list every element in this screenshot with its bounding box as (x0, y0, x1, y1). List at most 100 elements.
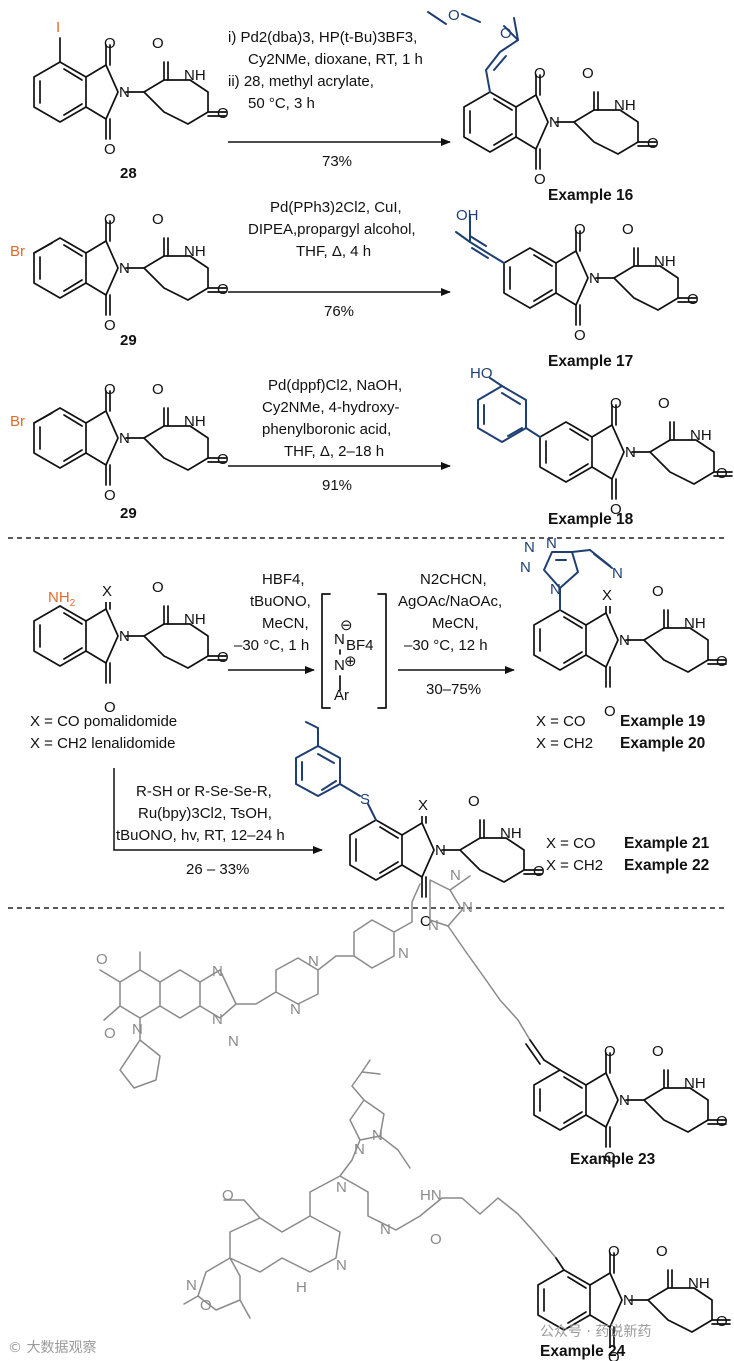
compound-label-29: 29 (120, 505, 137, 522)
svg-text:O: O (448, 7, 460, 24)
svg-text:O: O (534, 171, 546, 188)
svg-text:O: O (716, 1313, 728, 1330)
svg-text:O: O (604, 1149, 616, 1166)
svg-text:NH: NH (184, 67, 206, 84)
example-23-label: Example 23 (570, 1151, 656, 1168)
svg-text:O: O (658, 395, 670, 412)
svg-text:N: N (290, 1001, 301, 1018)
x-definition: X = CH2 lenalidomide (30, 735, 176, 752)
pomalidomide-structure (33, 588, 227, 684)
conditions-line: N2CHCN, (420, 571, 487, 588)
svg-text:N: N (119, 260, 130, 277)
conditions-line: 50 °C, 3 h (248, 95, 315, 112)
svg-text:⊖: ⊖ (340, 617, 353, 634)
svg-text:NH: NH (500, 825, 522, 842)
svg-text:O: O (217, 649, 229, 666)
yield: 73% (322, 153, 352, 170)
svg-text:N: N (308, 953, 319, 970)
conditions-line: tBuONO, hv, RT, 12–24 h (116, 827, 285, 844)
svg-text:N: N (428, 917, 439, 934)
conditions-line: DIPEA,propargyl alcohol, (248, 221, 416, 238)
svg-text:NH: NH (690, 427, 712, 444)
svg-text:O: O (104, 211, 116, 228)
reaction-16: I O O N O NH O 28 i) Pd2(dba)3, HP(t-Bu)… (33, 7, 659, 204)
svg-text:O: O (574, 221, 586, 238)
svg-text:N: N (119, 84, 130, 101)
conditions-line: R-SH or R-Se-Se-R, (136, 783, 272, 800)
example-22-label: Example 22 (624, 857, 709, 874)
svg-text:O: O (222, 1187, 234, 1204)
conditions-line: MeCN, (262, 615, 309, 632)
svg-text:N: N (625, 444, 636, 461)
svg-text:NH: NH (654, 253, 676, 270)
svg-text:O: O (430, 1231, 442, 1248)
svg-text:N: N (619, 632, 630, 649)
example-18-label: Example 18 (548, 511, 634, 528)
svg-text:N: N (336, 1179, 347, 1196)
svg-text:O: O (716, 653, 728, 670)
example-20-label: Example 20 (620, 735, 705, 752)
svg-text:N: N (212, 1011, 223, 1028)
svg-text:O: O (152, 35, 164, 52)
svg-text:NH: NH (684, 615, 706, 632)
diazonium-intermediate: ⊖ BF4 N N ⊕ Ar (321, 593, 387, 709)
svg-text:O: O (104, 381, 116, 398)
compound-29-b (33, 390, 227, 486)
example-24: N N N N N HN O O N O H O O N O NH O Exam… (183, 1059, 731, 1361)
yield: 91% (322, 477, 352, 494)
svg-text:O: O (608, 1349, 620, 1361)
conditions-line: –30 °C, 1 h (234, 637, 309, 654)
svg-text:N: N (336, 1257, 347, 1274)
svg-text:X: X (418, 797, 428, 814)
sulfur-atom: S (360, 791, 370, 808)
x-atom: X (102, 583, 112, 600)
svg-text:O: O (574, 327, 586, 344)
yield: 76% (324, 303, 354, 320)
svg-text:O: O (647, 135, 659, 152)
example-24-label: Example 24 (540, 1343, 626, 1360)
svg-text:HN: HN (420, 1187, 442, 1204)
svg-text:O: O (104, 35, 116, 52)
compound-label-29: 29 (120, 332, 137, 349)
phenol-hydroxyl: HO (470, 365, 493, 382)
svg-text:H: H (296, 1279, 307, 1296)
conditions-line: THF, Δ, 2–18 h (284, 443, 384, 460)
svg-text:O: O (104, 317, 116, 334)
svg-text:O: O (500, 25, 512, 42)
x-definition: X = CO (536, 713, 586, 730)
svg-text:O: O (533, 863, 545, 880)
compound-28 (33, 37, 227, 140)
example-16-structure (463, 17, 657, 170)
svg-text:N: N (380, 1221, 391, 1238)
svg-text:O: O (716, 465, 728, 482)
svg-text:O: O (217, 281, 229, 298)
svg-text:O: O (200, 1297, 212, 1314)
svg-text:O: O (610, 395, 622, 412)
svg-text:NH: NH (184, 413, 206, 430)
svg-text:N: N (462, 899, 473, 916)
x-definition: X = CO (546, 835, 596, 852)
svg-text:N: N (550, 581, 561, 598)
example-18-structure (539, 404, 733, 500)
svg-text:NH: NH (688, 1275, 710, 1292)
svg-text:O: O (152, 381, 164, 398)
reaction-17: Br O O N O NH O 29 Pd(PPh3)2Cl2, CuI, DI… (10, 199, 699, 370)
example-19-20-structure (533, 592, 727, 688)
conditions-line: Ru(bpy)3Cl2, TsOH, (138, 805, 272, 822)
svg-text:N: N (435, 842, 446, 859)
conditions-line: Pd(dppf)Cl2, NaOH, (268, 377, 402, 394)
bromo-substituent: Br (10, 243, 25, 260)
svg-text:O: O (104, 487, 116, 504)
x-definition: X = CH2 (546, 857, 603, 874)
svg-text:BF4: BF4 (346, 637, 374, 654)
svg-text:N: N (228, 1033, 239, 1050)
example-21-22-structure (349, 802, 543, 898)
svg-text:N: N (450, 867, 461, 884)
svg-text:Ar: Ar (334, 687, 349, 704)
svg-text:O: O (104, 699, 116, 716)
svg-text:N: N (612, 565, 623, 582)
conditions-line: THF, Δ, 4 h (296, 243, 371, 260)
svg-text:NH: NH (684, 1075, 706, 1092)
svg-text:O: O (420, 913, 432, 930)
svg-text:N: N (398, 945, 409, 962)
